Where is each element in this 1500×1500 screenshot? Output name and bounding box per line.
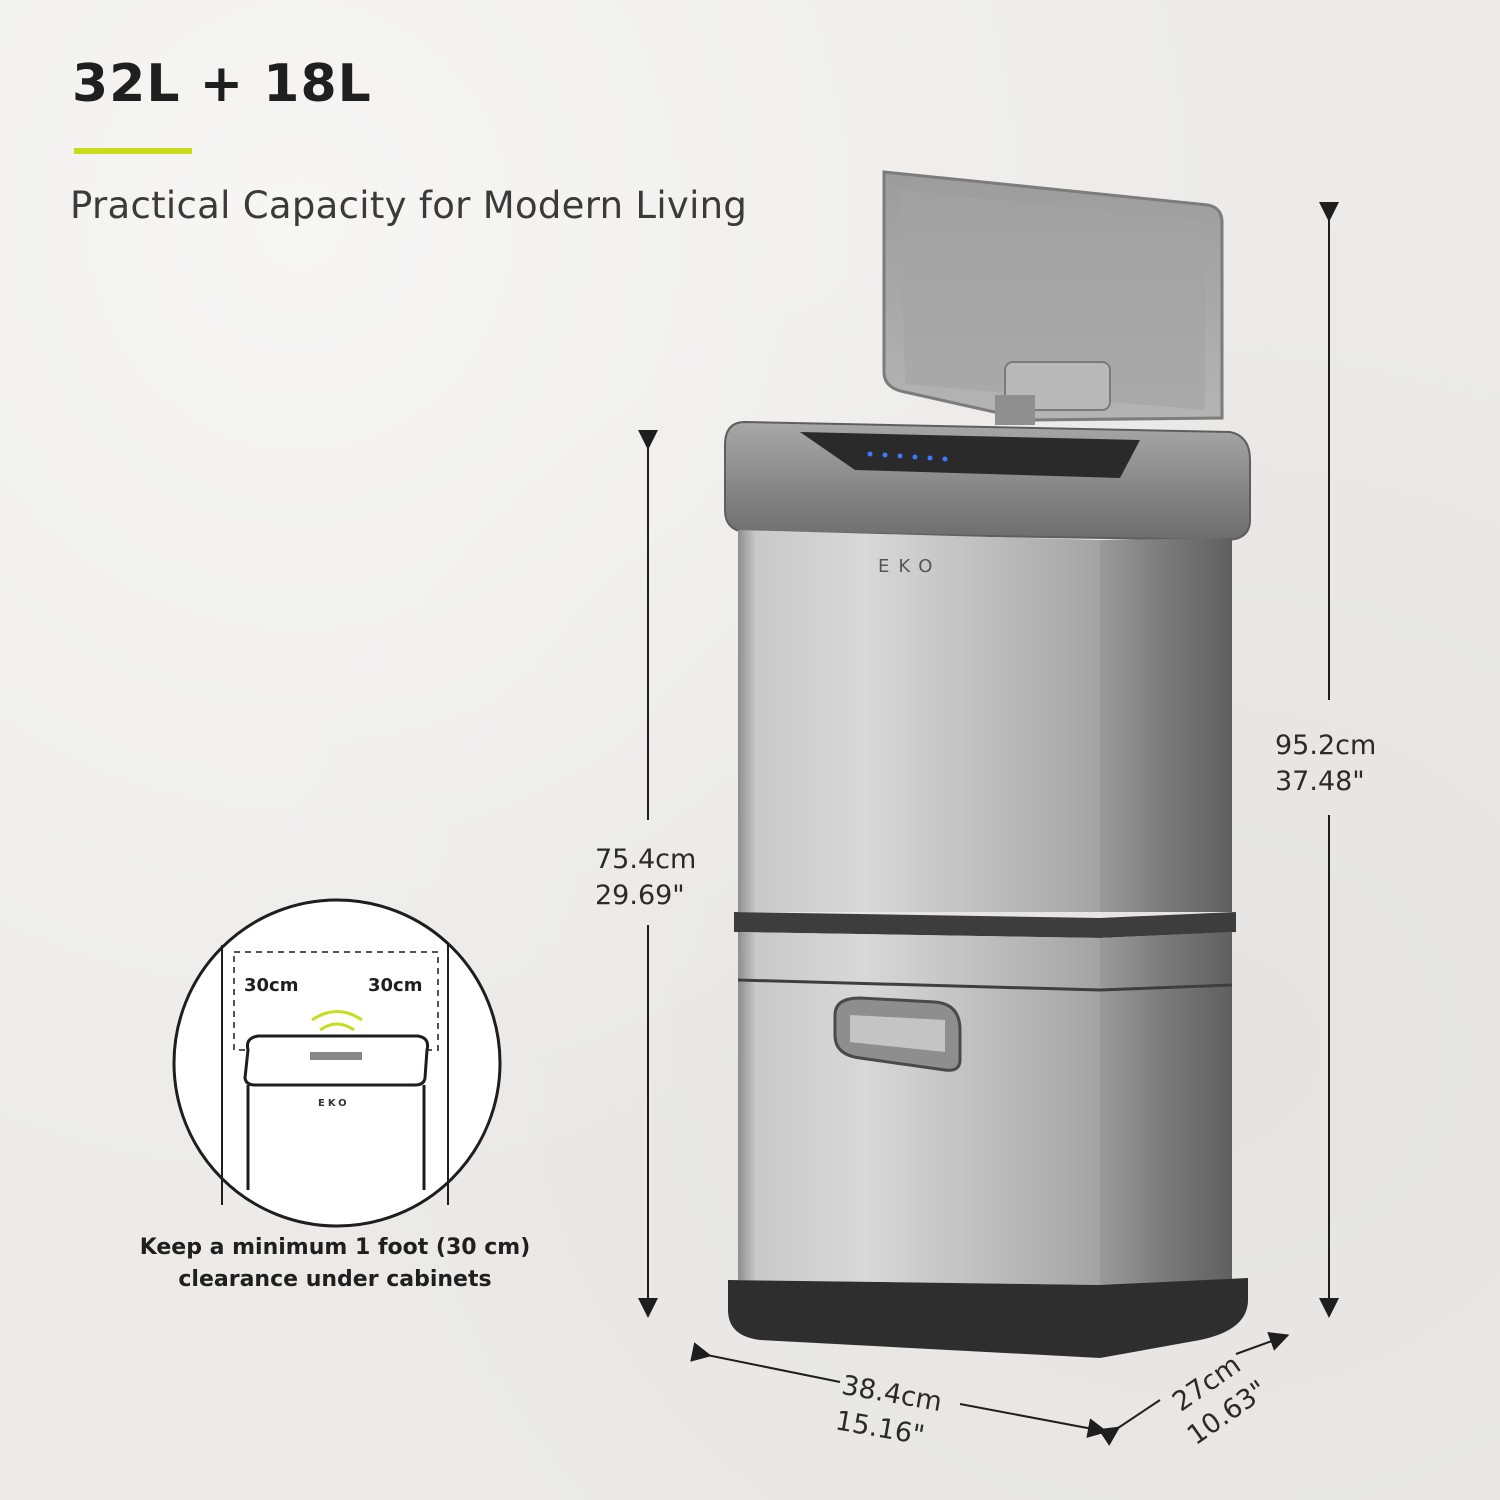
open-lid: [882, 170, 1224, 425]
depth-arrow-low: [1098, 1399, 1161, 1446]
clearance-left-label: 30cm: [244, 975, 299, 996]
total-height-in: 37.48": [1275, 766, 1365, 797]
lower-drawer: [737, 932, 1233, 1285]
body-height-cm: 75.4cm: [595, 844, 697, 875]
capacity-headline: 32L + 18L: [72, 54, 372, 114]
clearance-note-line1: Keep a minimum 1 foot (30 cm): [139, 1235, 531, 1260]
width-arrow-left: [690, 1342, 841, 1383]
total-height-cm: 95.2cm: [1275, 730, 1377, 761]
upper-body: [738, 530, 1232, 912]
body-height-in: 29.69": [595, 880, 685, 911]
subtitle: Practical Capacity for Modern Living: [70, 184, 748, 227]
base: [728, 1278, 1248, 1358]
body-height-label: 75.4cm 29.69": [595, 842, 696, 914]
clearance-note: Keep a minimum 1 foot (30 cm) clearance …: [110, 1232, 560, 1296]
top-rim: [724, 420, 1251, 542]
clearance-note-line2: clearance under cabinets: [178, 1267, 492, 1292]
brand-logo: EKO: [878, 556, 942, 577]
divider-band: [734, 912, 1236, 938]
total-height-label: 95.2cm 37.48": [1275, 728, 1376, 800]
depth-arrow-high: [1235, 1332, 1290, 1355]
sensor-lights: [867, 451, 948, 462]
clearance-diagram: [172, 898, 502, 1228]
width-arrow-right: [959, 1403, 1108, 1438]
drawer-handle: [833, 996, 962, 1072]
clearance-right-label: 30cm: [368, 975, 423, 996]
mini-brand-logo: EKO: [318, 1098, 350, 1109]
accent-underline: [74, 148, 192, 154]
